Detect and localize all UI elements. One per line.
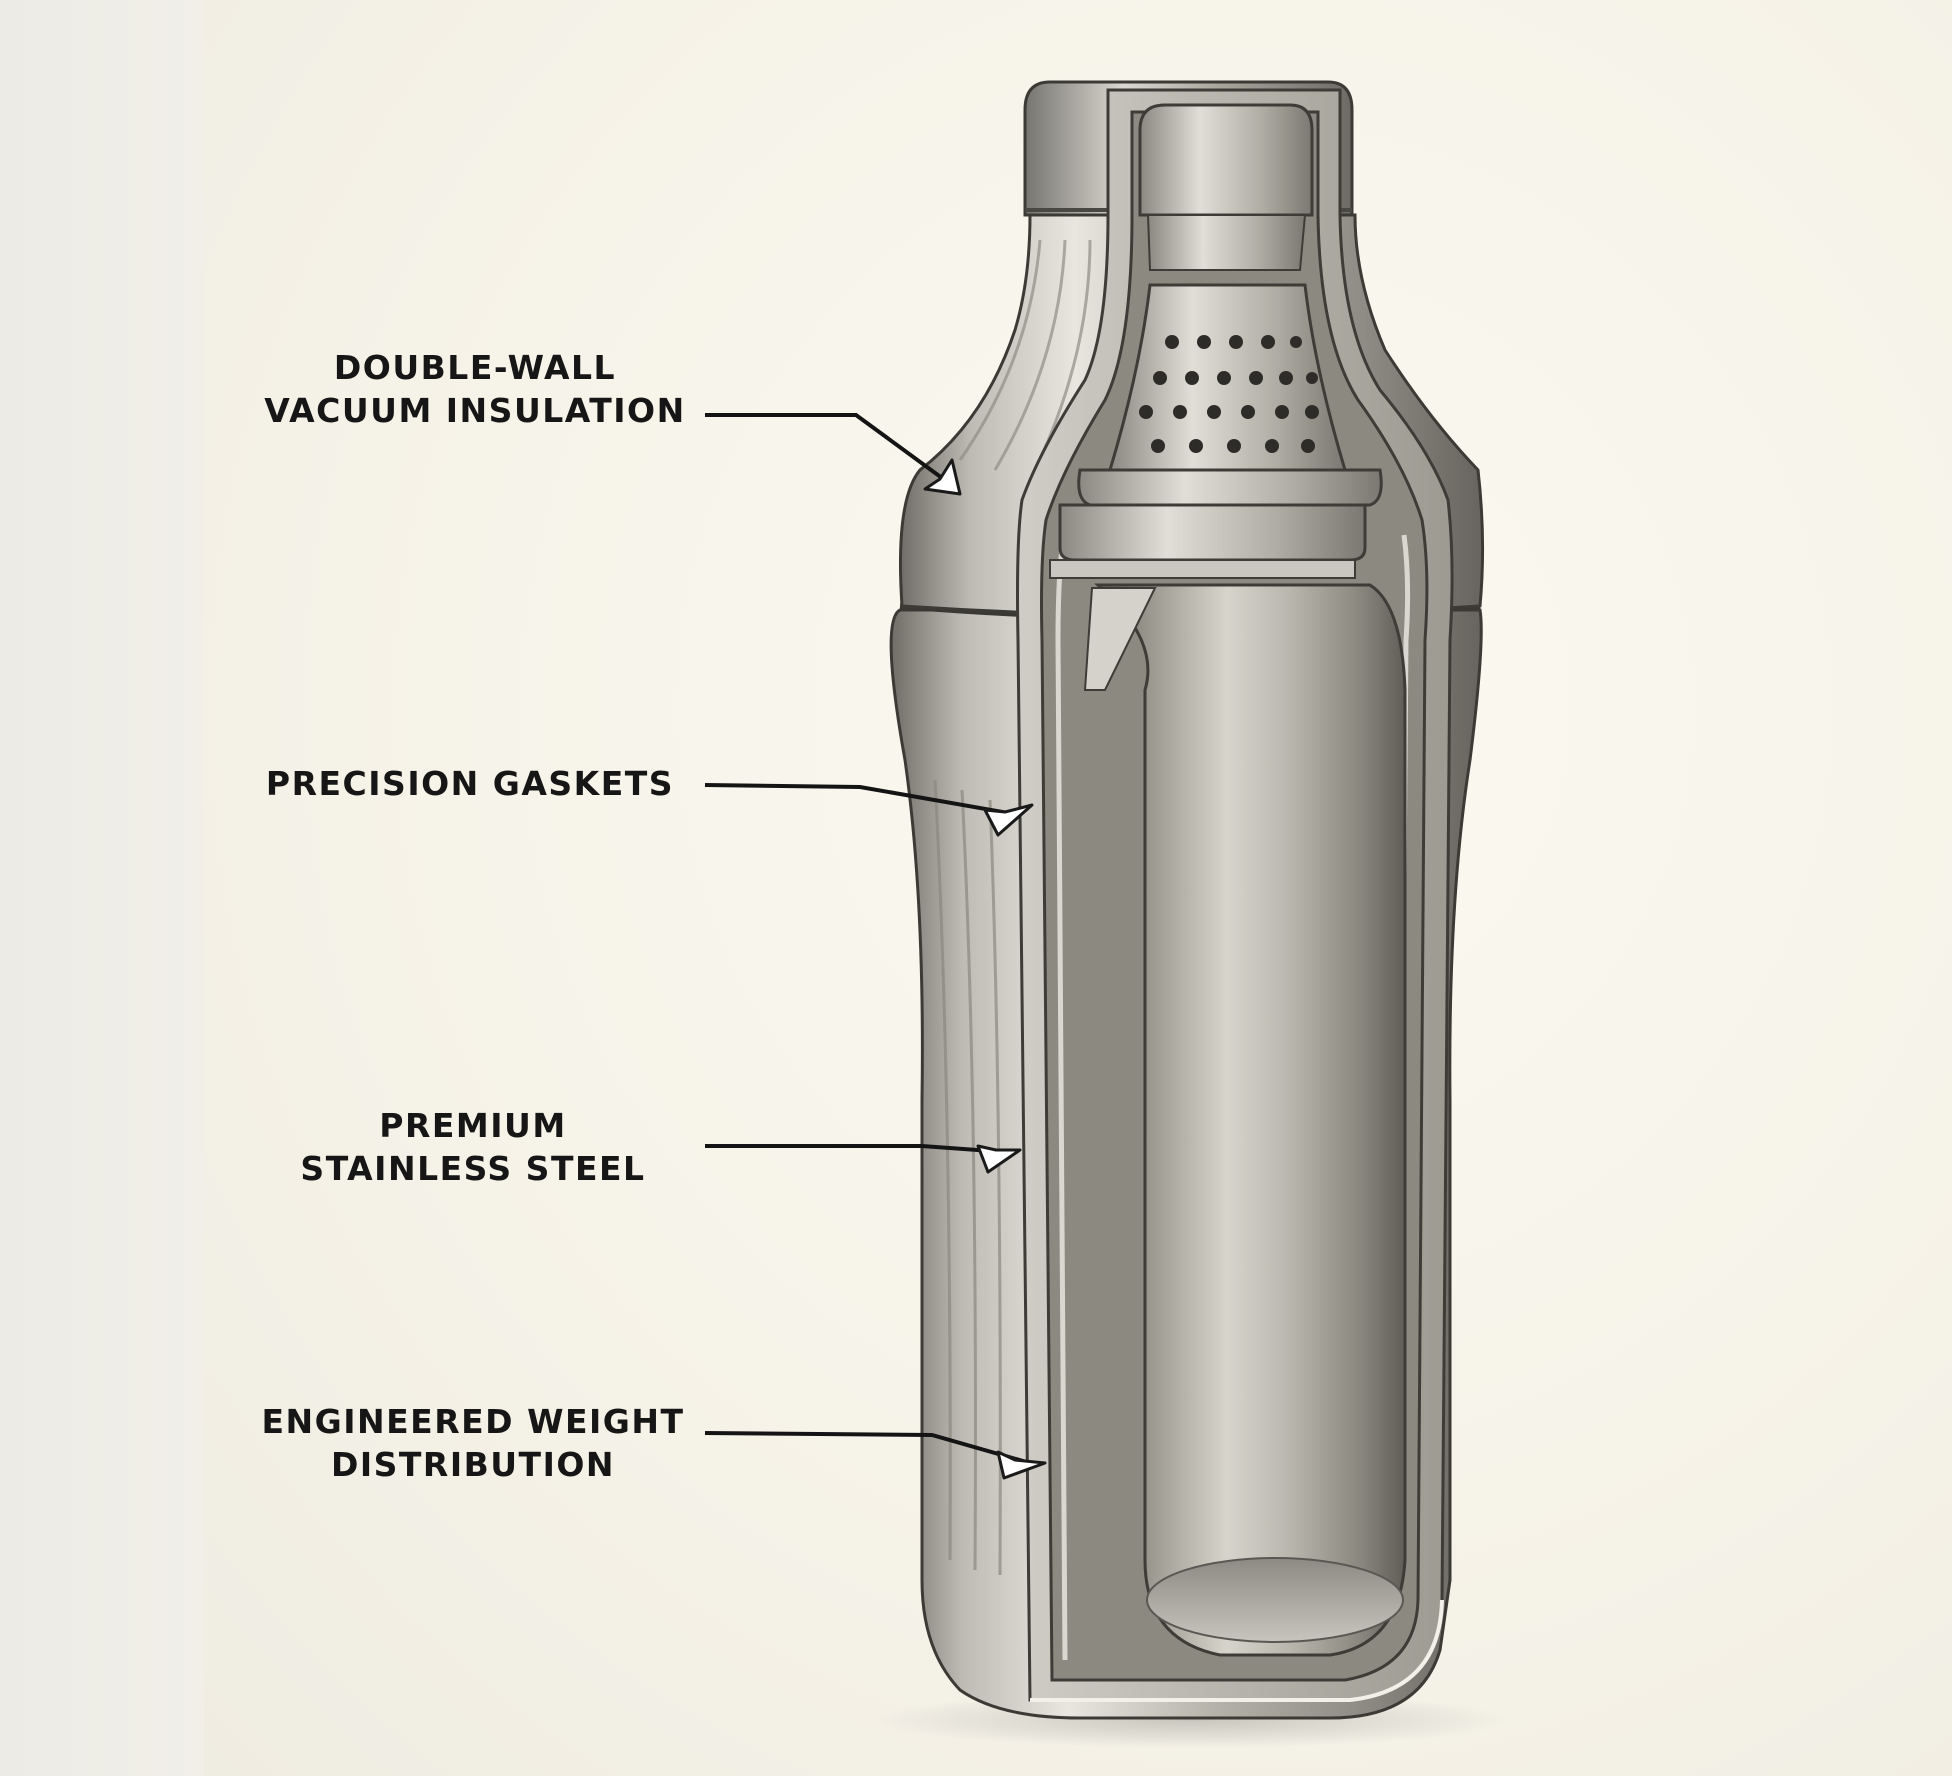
leader-line-steel — [705, 1144, 1006, 1154]
arrowhead-steel — [976, 1144, 1022, 1174]
arrowhead-weight — [996, 1450, 1047, 1480]
left-margin — [0, 0, 204, 1776]
arrowhead-gaskets — [983, 803, 1034, 837]
callout-gaskets: PRECISION GASKETS — [250, 762, 690, 805]
callout-weight: ENGINEERED WEIGHT DISTRIBUTION — [250, 1400, 696, 1486]
inner-cavity — [1094, 583, 1407, 1657]
gasket-ring — [1058, 503, 1367, 562]
callout-weight-line1: ENGINEERED WEIGHT — [261, 1402, 685, 1441]
callout-insulation: DOUBLE-WALL VACUUM INSULATION — [250, 346, 700, 432]
arrowhead-insulation — [923, 458, 962, 496]
base-edge — [1030, 1599, 1444, 1702]
strainer-base-ring — [1077, 468, 1383, 507]
strainer-holes — [1139, 335, 1319, 453]
strainer-neck — [1146, 214, 1307, 271]
callout-insulation-line2: VACUUM INSULATION — [264, 391, 686, 430]
callout-insulation-line1: DOUBLE-WALL — [333, 348, 617, 387]
callout-weight-line2: DISTRIBUTION — [330, 1445, 616, 1484]
gasket-ring-lower — [1049, 559, 1356, 579]
body-fluting — [933, 779, 1002, 1576]
callout-steel-line1: PREMIUM — [379, 1106, 567, 1145]
leader-lines — [704, 413, 1031, 1465]
leader-line-gaskets — [704, 783, 1021, 817]
inner-divider — [1083, 587, 1157, 691]
arrowheads — [923, 458, 1047, 1480]
callout-steel: PREMIUM STAINLESS STEEL — [250, 1104, 696, 1190]
cavity-bottom — [1146, 1557, 1404, 1643]
callout-steel-line2: STAINLESS STEEL — [300, 1149, 646, 1188]
leader-line-insulation — [705, 413, 944, 480]
callout-gaskets-line1: PRECISION GASKETS — [265, 764, 675, 803]
strainer-top — [1138, 103, 1314, 217]
